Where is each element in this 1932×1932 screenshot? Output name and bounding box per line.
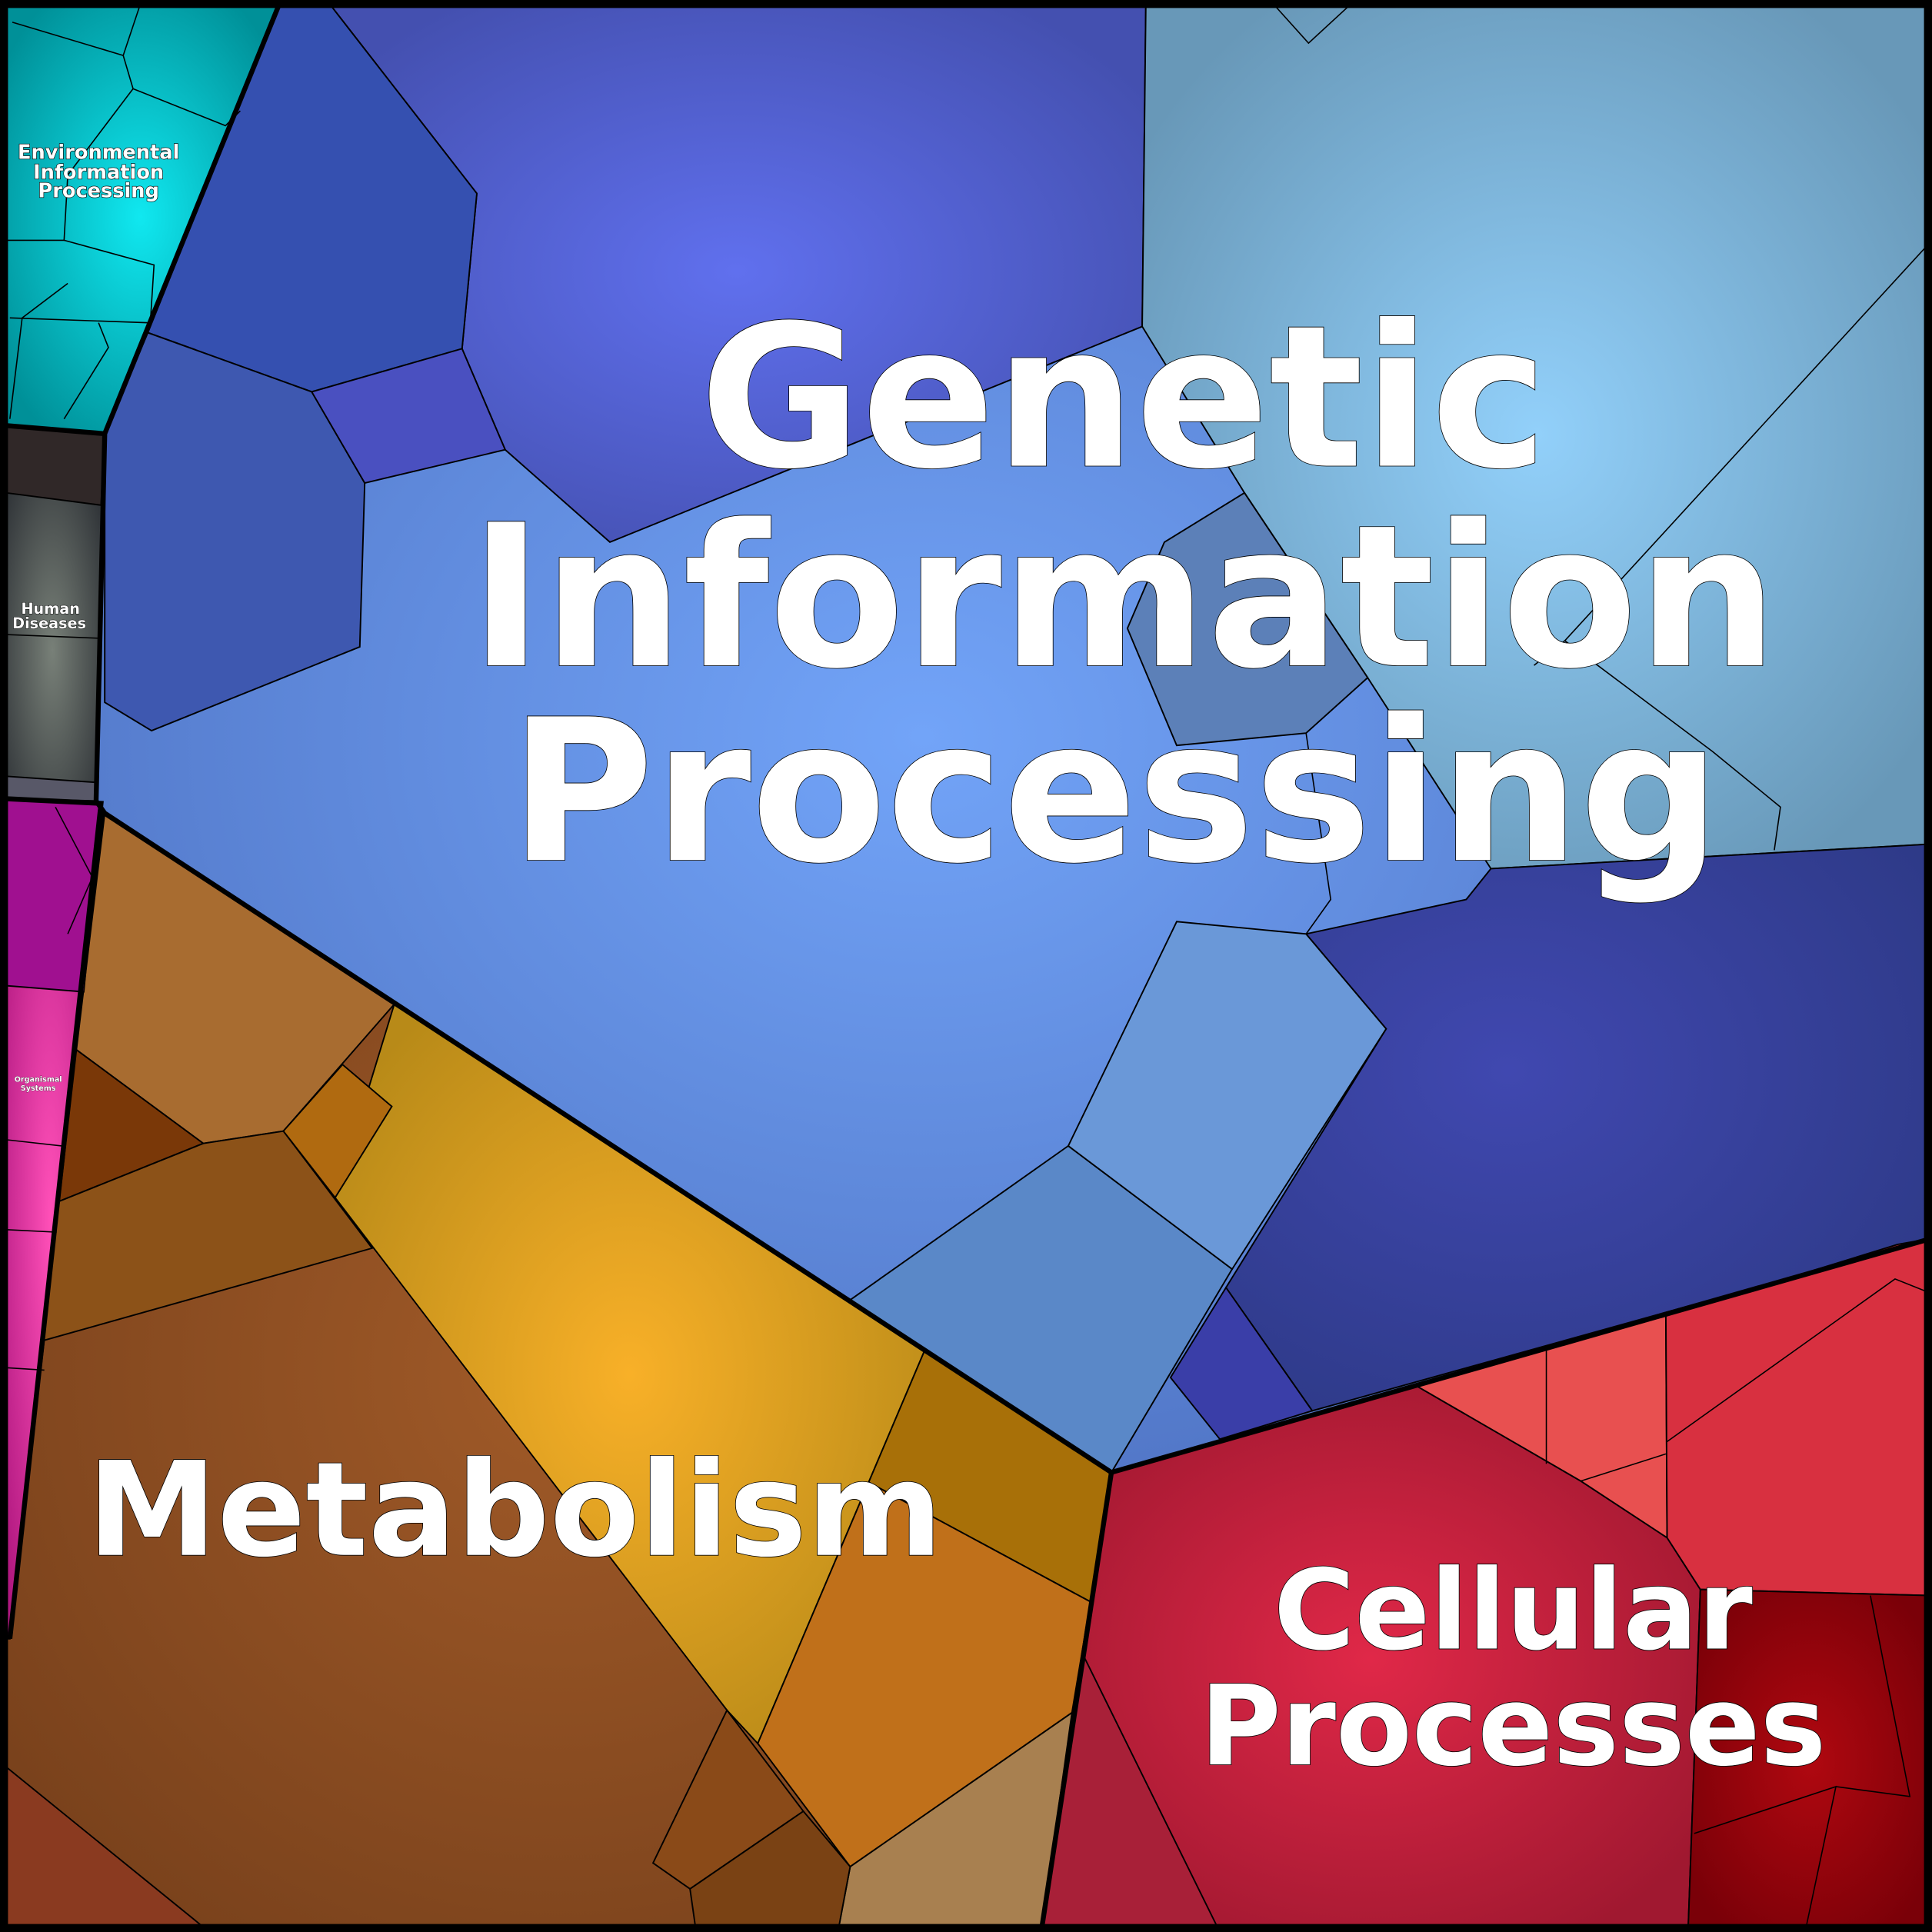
label-cellular-line1: Cellular [1274,1547,1753,1676]
label-human-line1: Human [21,600,79,618]
label-genetic-line3: Processing [509,678,1720,907]
region-genetic-information-processing[interactable] [95,0,1932,1474]
label-cellular-line2: Processes [1200,1662,1826,1791]
group-border [0,795,104,1640]
region-metabolism[interactable] [0,811,1113,1932]
label-environmental-line3: Processing [38,179,158,202]
group-border [1038,1471,1114,1932]
label-organismal-line1: Organismal [15,1076,62,1084]
label-organismal-line2: Systems [21,1084,56,1093]
label-human-line2: Diseases [12,615,86,632]
label-environmental-line2: Information [33,161,164,184]
label-environmental-line1: Environmental [18,142,179,165]
group-border [0,422,105,437]
region-human-diseases[interactable] [0,424,106,802]
label-genetic-line2: Information [470,483,1778,712]
region-cellular-processes[interactable] [1040,1237,1932,1932]
label-genetic-line1: Genetic [700,284,1548,513]
label-metabolism: Metabolism [87,1434,942,1587]
region-organismal-systems[interactable] [0,798,102,1640]
